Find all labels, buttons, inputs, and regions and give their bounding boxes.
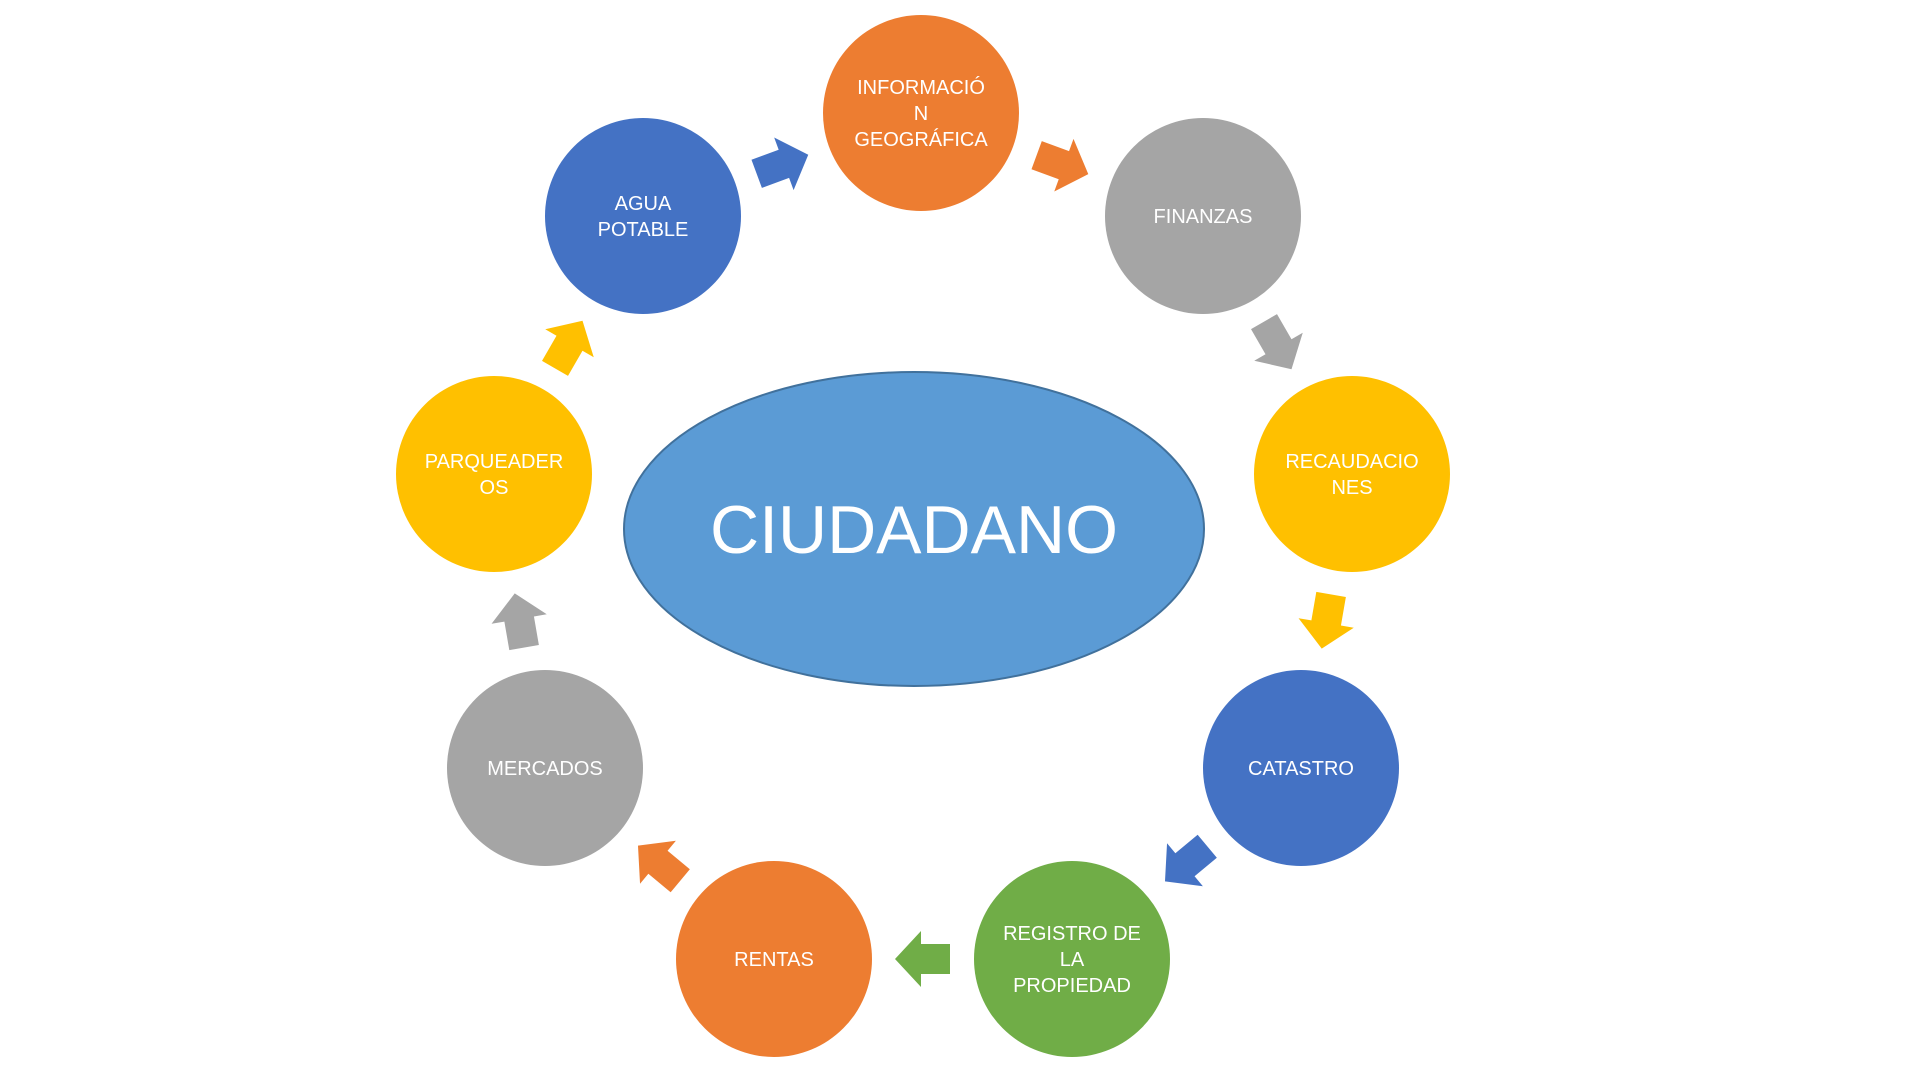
node-label-line: POTABLE [598, 219, 689, 241]
arrow-rentas-to-mercados [637, 840, 690, 893]
node-label: AGUA POTABLE [598, 193, 689, 241]
node-label: RECAUDACIO NES [1285, 451, 1418, 499]
node-circle [1203, 670, 1399, 866]
node-circle [396, 376, 592, 572]
arrow-parqueaderos-to-agua-potable [542, 320, 594, 376]
nodes-layer: INFORMACIÓ N GEOGRÁFICA FINANZAS RECAUDACIO N… [396, 15, 1450, 1057]
node-label-line: OS [480, 477, 509, 499]
node-label-line: LA [1060, 949, 1085, 971]
node-label-line: RENTAS [734, 949, 814, 971]
center-ellipse-group: CIUDADANO [623, 371, 1205, 687]
node-label: REGISTRO DE LA PROPIEDAD [1003, 923, 1141, 997]
node-recaudaciones: RECAUDACIO NES [1254, 376, 1450, 572]
arrow-informacion-geografica-to-finanzas [1031, 138, 1089, 192]
node-registro-de-la-propiedad: REGISTRO DE LA PROPIEDAD [974, 861, 1170, 1057]
node-informacion-geografica: INFORMACIÓ N GEOGRÁFICA [823, 15, 1019, 211]
node-label-line: INFORMACIÓ [857, 76, 985, 99]
arrow-registro-de-la-propiedad-to-rentas [895, 931, 950, 987]
arrow-recaudaciones-to-catastro [1298, 591, 1354, 649]
node-label-line: RECAUDACIO [1285, 451, 1418, 473]
node-label-line: MERCADOS [487, 758, 603, 780]
node-label-line: AGUA [615, 193, 672, 215]
node-label: CATASTRO [1248, 758, 1354, 780]
node-label: INFORMACIÓ N GEOGRÁFICA [854, 76, 988, 151]
node-label-line: FINANZAS [1154, 206, 1253, 228]
node-circle [676, 861, 872, 1057]
node-label-line: PROPIEDAD [1013, 975, 1131, 997]
node-rentas: RENTAS [676, 861, 872, 1057]
node-circle [1254, 376, 1450, 572]
node-label: FINANZAS [1154, 206, 1253, 228]
arrow-mercados-to-parqueaderos [491, 593, 547, 651]
node-mercados: MERCADOS [447, 670, 643, 866]
node-label-line: NES [1331, 477, 1372, 499]
node-finanzas: FINANZAS [1105, 118, 1301, 314]
node-label: MERCADOS [487, 758, 603, 780]
center-label: CIUDADANO [710, 492, 1118, 568]
node-parqueaderos: PARQUEADER OS [396, 376, 592, 572]
node-label: PARQUEADER OS [425, 451, 564, 499]
node-label-line: PARQUEADER [425, 451, 564, 473]
node-circle [823, 15, 1019, 211]
node-label-line: N [914, 103, 928, 125]
node-catastro: CATASTRO [1203, 670, 1399, 866]
node-circle [1105, 118, 1301, 314]
node-label: RENTAS [734, 949, 814, 971]
node-agua-potable: AGUA POTABLE [545, 118, 741, 314]
node-circle [974, 861, 1170, 1057]
node-label-line: REGISTRO DE [1003, 923, 1141, 945]
node-label-line: CATASTRO [1248, 758, 1354, 780]
arrow-finanzas-to-recaudaciones [1251, 314, 1303, 370]
node-circle [447, 670, 643, 866]
center-ellipse [623, 371, 1205, 687]
arrow-catastro-to-registro-de-la-propiedad [1164, 834, 1217, 887]
node-circle [545, 118, 741, 314]
node-label-line: GEOGRÁFICA [854, 128, 988, 151]
arrow-agua-potable-to-informacion-geografica [751, 137, 809, 191]
arrows-layer [491, 137, 1354, 987]
